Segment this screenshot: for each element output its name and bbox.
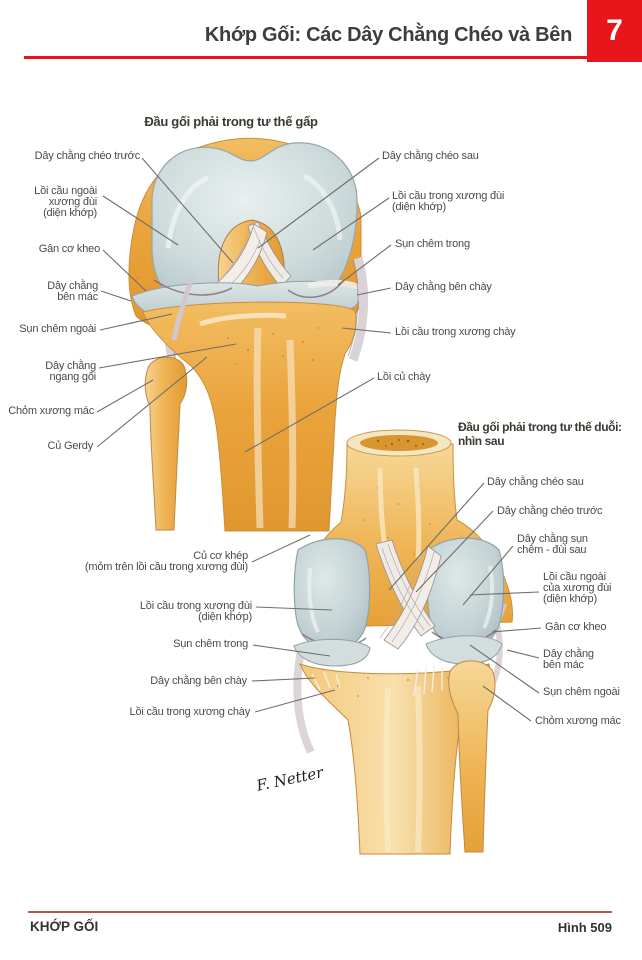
callout-label: Dây chằng chéo sau bbox=[487, 476, 584, 488]
page-number: 7 bbox=[606, 14, 623, 47]
page-title: Khớp Gối: Các Dây Chằng Chéo và Bên bbox=[204, 24, 572, 46]
callout-label: Gân cơ kheo bbox=[545, 621, 607, 633]
header-rule bbox=[24, 56, 642, 59]
callout-label: Dây chằng bên mác bbox=[543, 648, 594, 672]
callout-label: Chỏm xương mác bbox=[8, 405, 94, 417]
callout-label: Dây chằng bên chày bbox=[150, 675, 247, 687]
callout-label: Lồi củ chày bbox=[377, 371, 431, 383]
callout-label: Lồi cầu trong xương chày bbox=[129, 706, 251, 718]
callout-label: Lồi cầu ngoài xương đùi (diện khớp) bbox=[34, 185, 97, 220]
callout-label: Lồi cầu ngoài của xương đùi (diện khớp) bbox=[543, 571, 612, 606]
callout-label: Dây chằng sụn chêm - đùi sau bbox=[517, 533, 588, 557]
figure2-title: Đầu gối phải trong tư thế duỗi: nhìn sau bbox=[458, 420, 622, 448]
callout-label: Dây chằng chéo trước bbox=[497, 505, 603, 517]
callout-label: Sụn chêm trong bbox=[173, 638, 248, 650]
callout-label: Lồi cầu trong xương chày bbox=[395, 326, 516, 338]
callout-label: Gân cơ kheo bbox=[38, 243, 100, 255]
callout-label: Sụn chêm trong bbox=[395, 238, 470, 250]
extended-knee-illustration bbox=[293, 429, 513, 855]
callout-label: Dây chằng chéo sau bbox=[382, 150, 479, 162]
callout-label: Dây chằng bên chày bbox=[395, 281, 492, 293]
callout-label: Dây chằng ngang gối bbox=[45, 360, 96, 384]
callout-label: Củ cơ khép (mỏm trên lồi cầu trong xương… bbox=[84, 550, 248, 574]
callout-label: Sụn chêm ngoài bbox=[543, 686, 620, 698]
callout-label: Sụn chêm ngoài bbox=[19, 323, 96, 335]
callout-label: Lồi cầu trong xương đùi (diện khớp) bbox=[392, 190, 505, 214]
page-number-box: 7 bbox=[587, 0, 642, 62]
callout-label: Dây chằng bên mác bbox=[47, 280, 98, 304]
footer-section-title: KHỚP GỐI bbox=[30, 919, 99, 934]
callout-label: Củ Gerdy bbox=[47, 440, 94, 452]
footer-rule bbox=[28, 911, 612, 913]
callout-label: Dây chằng chéo trước bbox=[34, 150, 141, 162]
callout-label: Chỏm xương mác bbox=[535, 715, 621, 727]
figure1-title: Đầu gối phải trong tư thế gấp bbox=[144, 114, 318, 129]
footer-figure-number: Hình 509 bbox=[557, 920, 612, 935]
callout-label: Lồi cầu trong xương đùi (diện khớp) bbox=[139, 600, 252, 624]
